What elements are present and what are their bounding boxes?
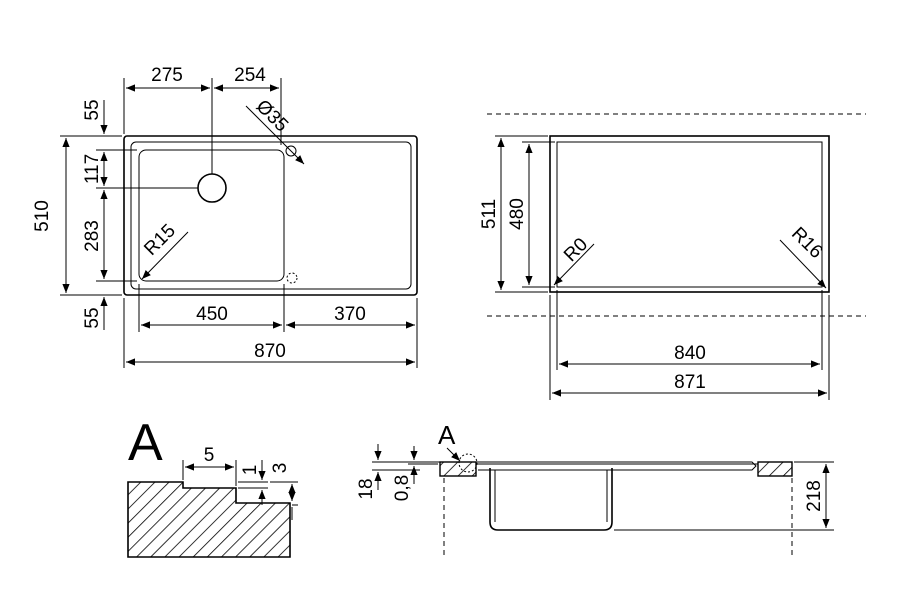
top-view: 275 254 Ø35 510 55 117 283 55 R15 450 37…	[32, 65, 418, 368]
dim-bowl-width: 450	[196, 304, 228, 325]
dim-corner-radius: R15	[140, 220, 179, 259]
dim-cutout-depth-inner: 480	[507, 198, 528, 230]
cutout-inner	[556, 141, 823, 288]
section-a-label: A	[438, 420, 456, 450]
dim-total-width: 870	[254, 341, 286, 362]
tap-hole	[285, 145, 297, 157]
dim-thickness: 3	[270, 463, 291, 474]
cutout-outer	[549, 135, 830, 293]
overflow-hole	[286, 272, 298, 284]
countertop-section-hatched	[127, 481, 291, 558]
drain-hole	[197, 173, 227, 203]
cutout-view: 511 480 R0 R16 840 871	[479, 113, 866, 400]
countertop-right-section	[757, 461, 793, 477]
detail-a: A 5 1 3	[127, 414, 298, 558]
detail-a-label: A	[128, 414, 163, 472]
dim-step-height: 1	[240, 465, 261, 476]
dim-radius-right: R16	[787, 223, 826, 262]
sink-bowl-profile	[489, 468, 613, 531]
dim-bowl-depth: 283	[82, 220, 103, 252]
dim-bowl-offset: 117	[82, 154, 103, 184]
dim-cutout-width-outer: 871	[674, 372, 706, 393]
dim-drainer-width: 370	[334, 304, 366, 325]
section-view: A 18 0,8 218	[356, 420, 834, 556]
dim-width-left: 275	[151, 65, 183, 86]
dim-rim-gap: 0,8	[392, 475, 413, 501]
sink-rim-profile	[420, 461, 757, 471]
dim-width-right: 254	[234, 65, 266, 86]
dim-total-depth: 510	[32, 200, 53, 232]
dim-margin-bottom: 55	[82, 307, 103, 328]
dim-rim-height: 18	[356, 478, 377, 499]
dim-radius-left: R0	[560, 234, 592, 266]
dim-margin-top: 55	[82, 99, 103, 120]
countertop-left-section	[439, 461, 477, 477]
sink-outline	[123, 135, 418, 296]
dim-step-width: 5	[204, 445, 215, 466]
dim-cutout-width-inner: 840	[674, 343, 706, 364]
dim-hole-diameter: Ø35	[252, 96, 292, 136]
sink-inner-rim	[130, 141, 412, 290]
dim-bowl-depth-section: 218	[804, 480, 825, 512]
dim-cutout-depth-outer: 511	[479, 199, 500, 229]
